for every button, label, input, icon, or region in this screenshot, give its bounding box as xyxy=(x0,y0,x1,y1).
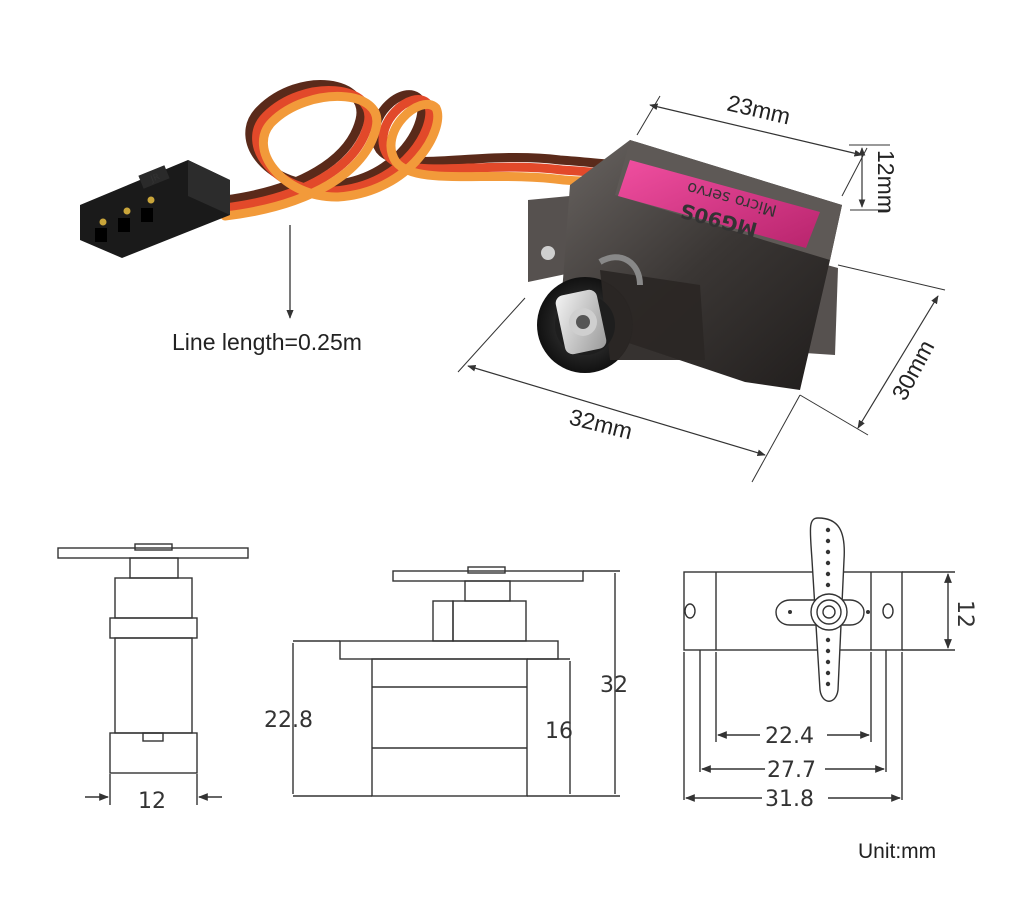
line-length-label: Line length=0.25m xyxy=(172,329,362,355)
connector-mark: JR xyxy=(148,172,161,185)
servo-body: MG90S Micro servo xyxy=(528,140,842,390)
unit-label: Unit:mm xyxy=(858,840,936,863)
front-view-drawing xyxy=(292,566,620,797)
side-view-width-label: 12 xyxy=(138,789,166,814)
top-view-drawing xyxy=(683,517,955,802)
top-view-tab-width-label: 27.7 xyxy=(767,758,816,783)
side-view-drawing xyxy=(57,543,249,805)
top-view-hole-spacing-label: 22.4 xyxy=(765,724,814,749)
top-view-horn-holes xyxy=(788,527,870,687)
dim-30mm-label: 30mm xyxy=(886,336,939,405)
top-view-overall-label: 31.8 xyxy=(765,787,814,812)
dim-12mm: 12mm xyxy=(849,144,899,214)
servo-wires xyxy=(220,80,632,221)
front-view-height-body-label: 22.8 xyxy=(264,708,313,733)
top-view-height-label: 12 xyxy=(952,600,977,628)
servo-photo: JR MG90S Micro servo xyxy=(80,80,946,483)
dim-23mm-label: 23mm xyxy=(725,90,793,130)
front-view-height-total-label: 32 xyxy=(600,673,628,698)
dim-32mm-label: 32mm xyxy=(567,404,635,445)
dim-12mm-label: 12mm xyxy=(873,150,899,214)
front-view-height-lower-label: 16 xyxy=(545,719,573,744)
wire-connector: JR xyxy=(80,160,230,258)
